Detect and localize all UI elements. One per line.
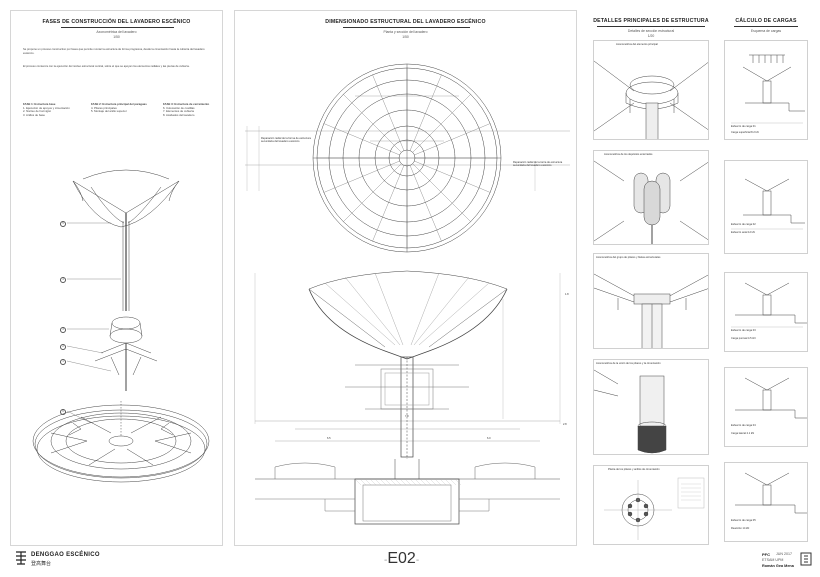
- detail-box-1: Axonométrica del elemento principal: [593, 40, 709, 140]
- footer-sheet-number: -E02-: [384, 550, 420, 567]
- structural-dimensioning-panel: DIMENSIONADO ESTRUCTURAL DEL LAVADERO ES…: [234, 10, 577, 546]
- load-value: Carga lateral 2.1 kN: [731, 432, 755, 435]
- load-box-5: Esfuerzo de carga 05 Reacción 14 kN: [724, 462, 808, 542]
- load-diagram: [735, 377, 807, 419]
- intro-paragraph: Se propone un proceso constructivo por f…: [23, 48, 205, 55]
- load-label: Esfuerzo de carga 05: [731, 519, 756, 522]
- panel-scale: 1/50: [113, 35, 120, 39]
- note-right: Reparación radial de la tierra de estruc…: [513, 161, 563, 168]
- phase-3: FASE 3: Estructura de cerramiento 6. Col…: [163, 102, 219, 117]
- plan-drawing: [245, 63, 570, 253]
- phase-title: FASE 2: Estructura principal del paragua…: [91, 102, 147, 106]
- sheet-code: E02: [387, 550, 416, 567]
- marker-4: 4: [60, 277, 66, 283]
- load-value: Esfuerzo axial 12 kN: [731, 231, 755, 234]
- phase-item: 3. Anillos de base: [23, 112, 45, 117]
- panel-scale: 1/50: [402, 35, 409, 39]
- marker-1: 1: [60, 359, 66, 365]
- detail-drawing: [604, 477, 705, 540]
- panel-subtitle: Planta y sección del lavadero: [383, 30, 428, 34]
- detail-box-3: Axonométrica del grupo de pilares y biel…: [593, 253, 709, 349]
- construction-phases-panel: FASES DE CONSTRUCCIÓN DEL LAVADERO ESCÉN…: [10, 10, 223, 546]
- phase-item: 4. Pilares principales: [91, 105, 117, 110]
- detail-caption: Axonométrica del grupo de pilares y biel…: [596, 256, 661, 259]
- loads-panel: CÁLCULO DE CARGAS Esquema de cargas Esfu…: [722, 10, 810, 546]
- load-value: Carga superficial 8.2 kN: [731, 131, 759, 134]
- panel-title: DIMENSIONADO ESTRUCTURAL DEL LAVADERO ES…: [325, 19, 486, 25]
- load-label: Esfuerzo de carga 02: [731, 223, 756, 226]
- detail-caption: Planta de los pilares y anillos de cimen…: [608, 468, 660, 471]
- detail-drawing: [594, 369, 667, 454]
- dim-label: 6.5: [327, 437, 331, 440]
- footer-brand-cn: 登高舞台: [31, 561, 52, 567]
- phase-item: 2. Núcleo de hormigón: [23, 109, 52, 114]
- phase-item: 1. Ejecución de apoyos y cimentación: [23, 105, 70, 110]
- section-drawing: [254, 270, 561, 525]
- dim-label: 6.0: [487, 437, 491, 440]
- panel-title: FASES DE CONSTRUCCIÓN DEL LAVADERO ESCÉN…: [42, 19, 191, 25]
- detail-box-5: Planta de los pilares y anillos de cimen…: [593, 465, 709, 545]
- footer-logo-icon: [14, 550, 28, 566]
- load-box-1: Esfuerzo de carga 01 Carga superficial 8…: [724, 40, 808, 140]
- panel-scale: 1/20: [647, 34, 655, 38]
- panel-title: CÁLCULO DE CARGAS: [735, 18, 797, 24]
- load-label: Esfuerzo de carga 04: [731, 424, 756, 427]
- phase-1: FASE 1: Estructura base 1. Ejecución de …: [23, 102, 75, 117]
- exploded-axonometric-drawing: [32, 169, 210, 483]
- load-diagram: [735, 472, 807, 514]
- detail-caption: Axonométrica del elemento principal: [616, 43, 658, 46]
- title-underline: [343, 27, 470, 28]
- load-value: Carga puntual 4.5 kN: [731, 337, 756, 340]
- detail-caption: Axonométrica de los depósitos enterrados: [604, 153, 653, 156]
- phase-item: 8. Acabados del lavadero: [163, 112, 195, 117]
- footer-date: JUN 2017: [776, 552, 792, 556]
- footer-brand: DENGGAO ESCÉNICO: [31, 552, 100, 558]
- load-label: Esfuerzo de carga 03: [731, 329, 756, 332]
- detail-caption: Axonométrica de la unión de los pilares …: [596, 362, 661, 365]
- panel-subtitle: Esquema de cargas: [750, 29, 782, 33]
- detail-drawing: [594, 60, 708, 139]
- title-underline: [734, 26, 798, 27]
- detail-box-2: Axonométrica de los depósitos enterrados: [593, 150, 709, 245]
- load-diagram: [731, 282, 807, 328]
- note-left: Reparación radial de la forma de estruct…: [261, 137, 311, 144]
- panel-title: DETALLES PRINCIPALES DE ESTRUCTURA: [593, 18, 709, 24]
- panel-subtitle: Axonométrica del lavadero: [96, 30, 137, 34]
- dim-label: 1.8: [565, 293, 569, 296]
- footer-school: ETSAM UPM: [762, 558, 784, 562]
- load-box-4: Esfuerzo de carga 04 Carga lateral 2.1 k…: [724, 367, 808, 447]
- load-diagram: [731, 178, 805, 230]
- dim-label: 7.8: [405, 415, 409, 418]
- load-label: Esfuerzo de carga 01: [731, 125, 756, 128]
- phase-item: 5. Montaje del anillo superior: [91, 109, 127, 114]
- marker-6: 6: [60, 409, 66, 415]
- phase-item: 6. Colocación de costillas: [163, 105, 195, 110]
- load-diagram: [731, 54, 805, 124]
- phase-title: FASE 1: Estructura base: [23, 102, 56, 106]
- load-box-2: Esfuerzo de carga 02 Esfuerzo axial 12 k…: [724, 160, 808, 254]
- panel-subtitle: Detalles de sección estructural: [627, 29, 675, 33]
- title-underline: [61, 27, 174, 28]
- footer-author: Román Gea Mena: [762, 564, 794, 568]
- dim-label: 2.8: [563, 423, 567, 426]
- marker-3: 3: [60, 327, 66, 333]
- phase-title: FASE 3: Estructura de cerramiento: [163, 102, 210, 106]
- phase-2: FASE 2: Estructura principal del paragua…: [91, 102, 151, 114]
- load-value: Reacción 14 kN: [731, 527, 750, 530]
- structure-details-panel: DETALLES PRINCIPALES DE ESTRUCTURA Detal…: [587, 10, 715, 546]
- marker-5: 5: [60, 221, 66, 227]
- detail-drawing: [594, 160, 708, 244]
- footer-qr-icon: [800, 552, 812, 566]
- phase-item: 7. Elementos de cubierta: [163, 109, 194, 114]
- detail-drawing: [594, 273, 708, 348]
- footer-pfc: PFC: [762, 552, 770, 557]
- detail-box-4: Axonométrica de la unión de los pilares …: [593, 359, 709, 455]
- intro-paragraph-2: El proceso comienza con la ejecución del…: [23, 65, 190, 68]
- title-underline: [597, 26, 705, 27]
- marker-2: 2: [60, 344, 66, 350]
- load-box-3: Esfuerzo de carga 03 Carga puntual 4.5 k…: [724, 272, 808, 352]
